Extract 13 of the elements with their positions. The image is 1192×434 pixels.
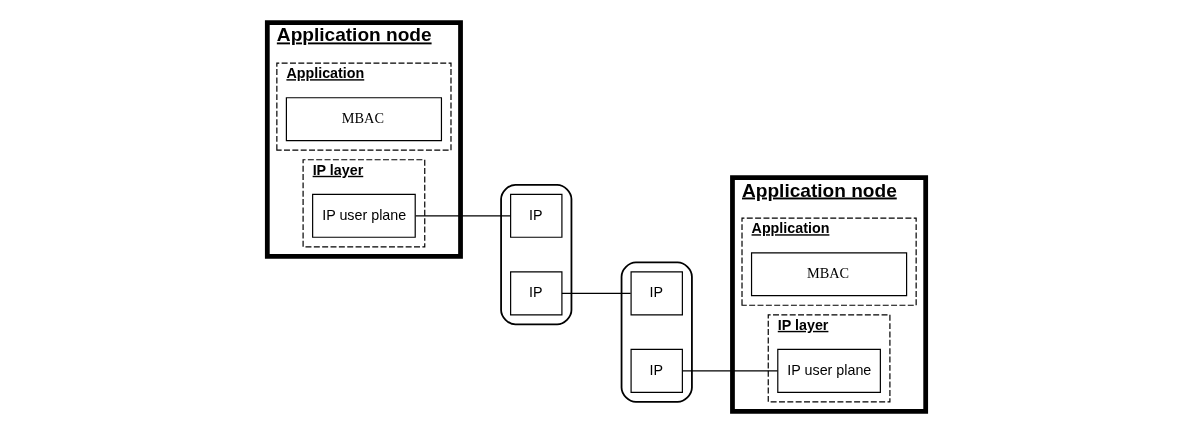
node-box: MBAC <box>285 97 442 142</box>
cluster <box>620 261 693 403</box>
node-box: IP <box>630 271 683 316</box>
node-box: IP user plane <box>311 193 416 238</box>
cluster <box>499 183 572 326</box>
node-box: IP <box>630 348 683 393</box>
node-box: IP user plane <box>776 348 881 393</box>
node-box: MBAC <box>750 252 907 297</box>
connector <box>560 292 631 294</box>
connector <box>681 370 778 372</box>
node-box: IP <box>509 193 562 238</box>
connector <box>414 215 511 217</box>
node-box: IP <box>509 271 562 316</box>
